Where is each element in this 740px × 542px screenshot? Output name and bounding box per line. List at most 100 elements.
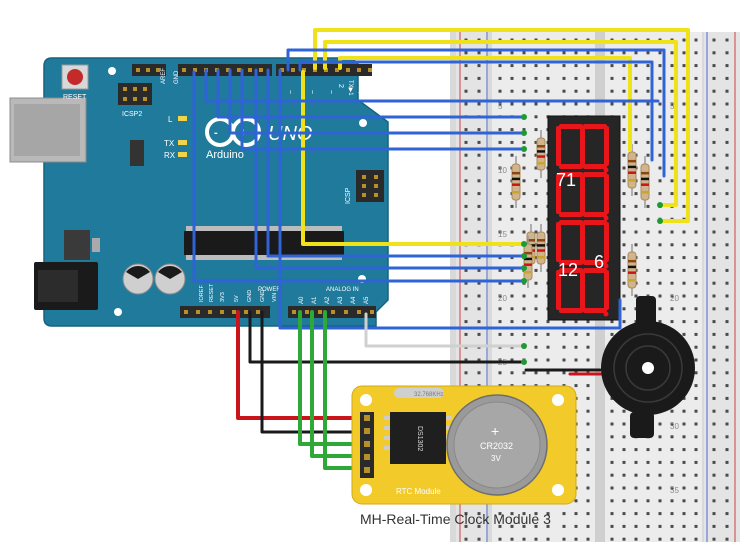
header-pin [280, 68, 284, 72]
breadboard-hole [670, 486, 674, 490]
breadboard-hole [622, 460, 626, 464]
breadboard-hole [646, 102, 650, 106]
resistor [523, 236, 533, 288]
breadboard-hole [522, 524, 526, 528]
breadboard-hole [634, 76, 638, 80]
row-number: 10 [498, 166, 507, 175]
breadboard-hole [546, 64, 550, 68]
breadboard-hole [670, 89, 674, 93]
wire-gray [364, 312, 526, 348]
breadboard-hole [670, 128, 674, 132]
mount-hole-icon [552, 394, 564, 406]
breadboard-hole [694, 473, 698, 477]
breadboard-hole [712, 358, 716, 362]
digital-pin-markings: ~ ~ ~ 2 TX▶1 RX◀0 [286, 80, 363, 97]
breadboard-hole [574, 537, 578, 541]
wire-green-a0 [298, 310, 368, 446]
resistor-band [524, 263, 532, 266]
breadboard-hole [658, 64, 662, 68]
breadboard-hole [682, 256, 686, 260]
breadboard-hole [634, 64, 638, 68]
diagram-caption: MH-Real-Time Clock Module 3 [360, 511, 551, 527]
chip-leg [384, 426, 390, 430]
breadboard-hole [712, 422, 716, 426]
breadboard-hole [725, 537, 729, 541]
breadboard-hole [534, 140, 538, 144]
breadboard-hole [712, 499, 716, 503]
crystal-oscillator [130, 140, 144, 166]
breadboard-hole [522, 307, 526, 311]
pin-reset-label: RESET [209, 283, 215, 302]
header-pin [318, 310, 322, 314]
breadboard-hole [634, 499, 638, 503]
resistor-band [537, 150, 545, 153]
breadboard-hole [712, 140, 716, 144]
resistor-band [512, 183, 520, 186]
breadboard-hole [725, 128, 729, 132]
breadboard-hole [712, 448, 716, 452]
breadboard-hole [574, 512, 578, 516]
breadboard-hole [694, 486, 698, 490]
breadboard-hole [534, 76, 538, 80]
breadboard-hole [622, 307, 626, 311]
breadboard-hole [712, 537, 716, 541]
digital-header-pins [136, 68, 372, 72]
breadboard-hole [522, 230, 526, 234]
breadboard-hole [534, 64, 538, 68]
breadboard-hole [477, 294, 481, 298]
breadboard-hole [646, 51, 650, 55]
breadboard-hole [658, 76, 662, 80]
reset-button-cap-icon [67, 69, 83, 85]
breadboard-hole [610, 89, 614, 93]
resistor-band [628, 259, 636, 263]
breadboard-hole [610, 409, 614, 413]
breadboard-hole [622, 102, 626, 106]
segment-bar [583, 124, 607, 129]
breadboard-hole [670, 435, 674, 439]
breadboard-hole [477, 140, 481, 144]
icsp2-header [118, 83, 152, 105]
breadboard-hole [498, 256, 502, 260]
breadboard-hole [658, 281, 662, 285]
breadboard-hole [464, 307, 468, 311]
breadboard-hole [682, 460, 686, 464]
breadboard-hole [682, 153, 686, 157]
breadboard-hole [646, 89, 650, 93]
breadboard-hole [522, 76, 526, 80]
breadboard-hole [622, 294, 626, 298]
arduino-uno-board: RESET ICSP2 AREF GND ~ ~ ~ 2 TX▶1 RX◀0 L… [9, 57, 389, 327]
resistor-band [628, 271, 636, 274]
battery-cell [453, 401, 541, 489]
breadboard-hole [464, 140, 468, 144]
breadboard-hole [510, 332, 514, 336]
breadboard-hole [574, 524, 578, 528]
breadboard-hole [682, 192, 686, 196]
breadboard-hole [622, 76, 626, 80]
breadboard-hole [522, 537, 526, 541]
breadboard-hole [622, 448, 626, 452]
breadboard-hole [682, 38, 686, 42]
resistor [511, 156, 521, 208]
breadboard-hole [586, 537, 590, 541]
breadboard-hole [498, 230, 502, 234]
breadboard-hole [510, 64, 514, 68]
breadboard-hole [670, 51, 674, 55]
breadboard-hole [498, 371, 502, 375]
resistor-body [627, 151, 637, 189]
segment-bar [559, 172, 583, 177]
breadboard-hole [477, 204, 481, 208]
breadboard-hole [498, 128, 502, 132]
resistor-band [527, 239, 535, 242]
breadboard-hole [534, 307, 538, 311]
breadboard-hole [682, 524, 686, 528]
capacitor-right [154, 263, 186, 295]
breadboard-hole [712, 204, 716, 208]
segment-bar [559, 212, 583, 217]
chip-leg [384, 416, 390, 420]
breadboard-hole [694, 384, 698, 388]
breadboard-hole [646, 268, 650, 272]
header-pin [368, 68, 372, 72]
breadboard-hole [534, 217, 538, 221]
breadboard-hole [522, 64, 526, 68]
chip-pins-top [186, 226, 342, 231]
